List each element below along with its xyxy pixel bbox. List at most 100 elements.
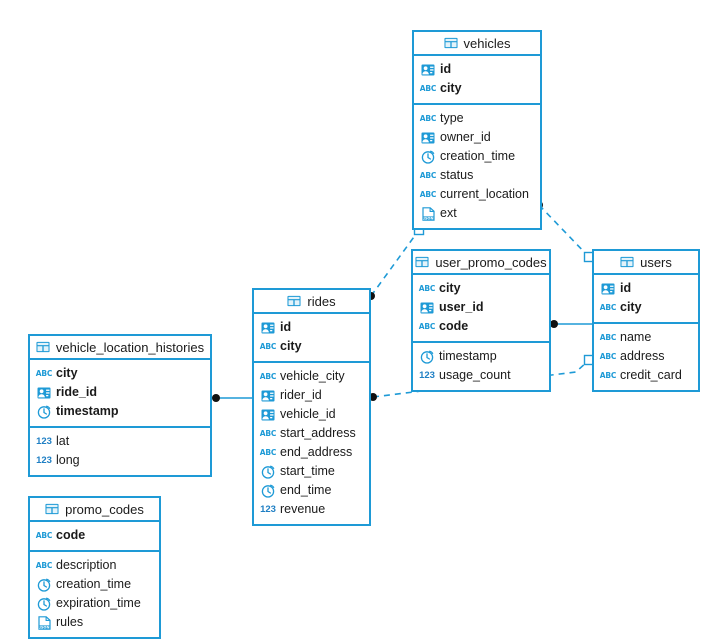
clock-icon (261, 465, 275, 479)
field-name: city (439, 281, 461, 296)
field-name: start_time (280, 464, 335, 479)
abc-text-icon: ABC (418, 322, 436, 331)
entity-header[interactable]: promo_codes (30, 498, 159, 522)
clock-icon (37, 597, 51, 611)
entity-title: promo_codes (65, 501, 144, 517)
entity-field[interactable]: user_id (413, 298, 549, 317)
entity-header[interactable]: rides (254, 290, 369, 314)
column-section: 123 lat 123 long (30, 428, 210, 475)
123-number-icon: 123 (419, 370, 435, 381)
svg-text:JSON: JSON (422, 216, 433, 220)
entity-field[interactable]: rider_id (254, 386, 369, 405)
entity-field[interactable]: creation_time (414, 147, 540, 166)
field-name: long (56, 453, 80, 468)
column-section: timestamp 123 usage_count (413, 343, 549, 390)
field-name: id (440, 62, 452, 77)
id-badge-icon (261, 321, 275, 335)
entity-field[interactable]: owner_id (414, 128, 540, 147)
abc-text-icon: ABC (418, 284, 436, 293)
field-name: revenue (280, 502, 326, 517)
abc-text-icon: ABC (599, 371, 617, 380)
field-name: description (56, 558, 117, 573)
relationship-endpoint-dot (550, 320, 558, 328)
entity-field[interactable]: vehicle_id (254, 405, 369, 424)
field-name: address (620, 349, 665, 364)
abc-text-icon: ABC (599, 303, 617, 312)
abc-text-icon: ABC (259, 429, 277, 438)
entity-field[interactable]: 123 long (30, 451, 210, 470)
entity-field[interactable]: JSON ext (414, 204, 540, 223)
entity-field[interactable]: id (594, 279, 698, 298)
entity-field[interactable]: id (254, 318, 369, 337)
entity-field[interactable]: timestamp (30, 402, 210, 421)
field-name: usage_count (439, 368, 511, 383)
id-badge-icon (421, 131, 435, 145)
entity-header[interactable]: user_promo_codes (413, 251, 549, 275)
abc-text-icon: ABC (35, 561, 53, 570)
entity-field[interactable]: ride_id (30, 383, 210, 402)
clock-icon (37, 578, 51, 592)
field-name: end_time (280, 483, 332, 498)
entity-header[interactable]: vehicle_location_histories (30, 336, 210, 360)
entity-field[interactable]: creation_time (30, 575, 159, 594)
entity-field[interactable]: expiration_time (30, 594, 159, 613)
table-grid-icon (620, 255, 634, 269)
entity-field[interactable]: 123 usage_count (413, 366, 549, 385)
entity-title: vehicle_location_histories (55, 339, 205, 355)
field-name: status (440, 168, 474, 183)
abc-text-icon: ABC (419, 114, 437, 123)
field-name: lat (56, 434, 70, 449)
entity-field[interactable]: end_time (254, 481, 369, 500)
abc-text-icon: ABC (35, 369, 53, 378)
field-name: rules (56, 615, 84, 630)
123-number-icon: 123 (36, 436, 52, 447)
abc-text-icon: ABC (259, 372, 277, 381)
entity-title: users (640, 254, 672, 270)
clock-icon (261, 484, 275, 498)
entity-field[interactable]: timestamp (413, 347, 549, 366)
entity-field[interactable]: start_time (254, 462, 369, 481)
json-document-icon: JSON (421, 206, 435, 221)
table-grid-icon (287, 294, 301, 308)
table-grid-icon (443, 36, 458, 50)
relationship-vlh-to-rides (212, 394, 252, 402)
field-name: id (620, 281, 632, 296)
relationship-endpoint-dot (212, 394, 220, 402)
entity-field[interactable]: id (414, 60, 540, 79)
entity-header[interactable]: vehicles (414, 32, 540, 56)
entity-field[interactable]: 123 lat (30, 432, 210, 451)
123-number-icon: 123 (36, 455, 52, 466)
field-name: vehicle_id (280, 407, 336, 422)
field-name: ext (440, 206, 457, 221)
id-badge-icon (421, 63, 435, 77)
entity-header[interactable]: users (594, 251, 698, 275)
field-name: city (56, 366, 78, 381)
